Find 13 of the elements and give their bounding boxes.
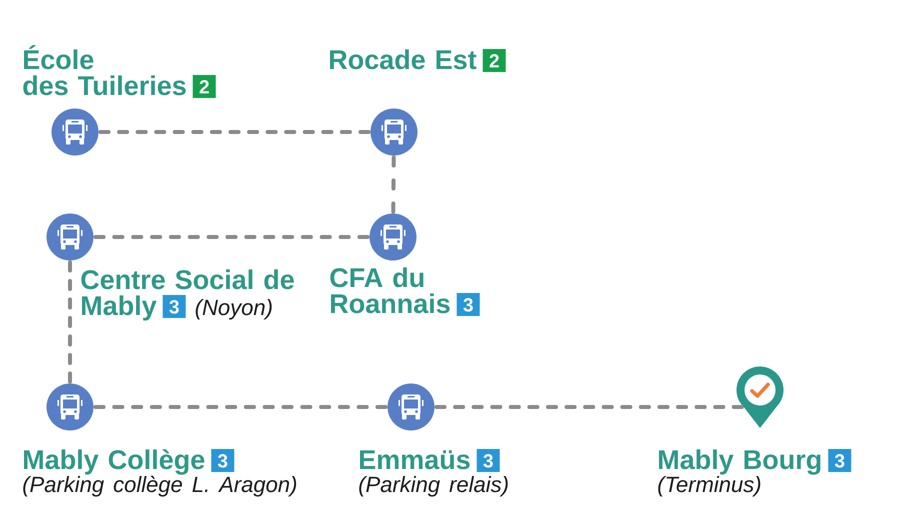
- stop-label: CFA du Roannais 3: [330, 267, 480, 316]
- route-line: [94, 235, 370, 239]
- route-line: [391, 156, 396, 214]
- route-line: [434, 405, 744, 409]
- route-line: [68, 260, 72, 384]
- stop-label: Emmaüs 3 (Parking relais): [359, 449, 508, 497]
- stop-label: Rocade Est 2: [330, 49, 506, 72]
- stop-label: Mably Bourg 3 (Terminus): [658, 449, 852, 497]
- stop-label: Mably Collège 3 (Parking collège L. Aragon): [23, 449, 296, 497]
- stop-label: École des Tuileries 2: [23, 45, 216, 98]
- route-line: [94, 405, 388, 409]
- route-line: [98, 130, 370, 134]
- stop-label: Centre Social de Mably 3 (Noyon): [81, 269, 294, 321]
